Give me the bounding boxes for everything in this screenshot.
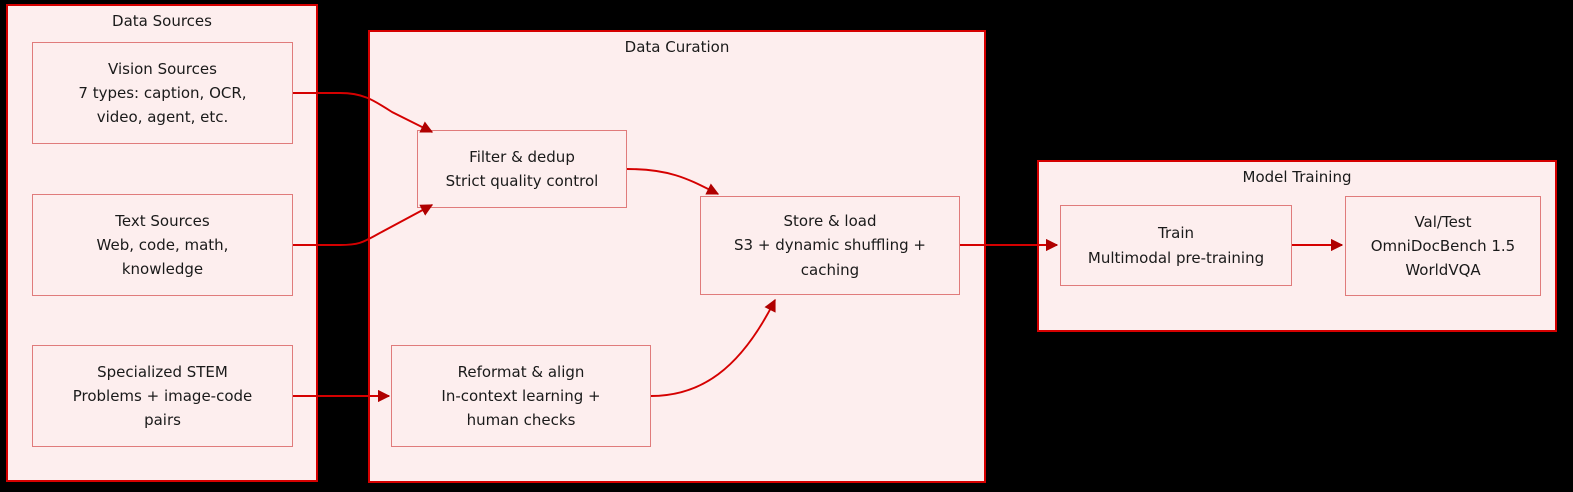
cluster-label-data-sources: Data Sources (112, 12, 212, 30)
node-vision-sources[interactable]: Vision Sources 7 types: caption, OCR, vi… (32, 42, 293, 144)
node-store-load[interactable]: Store & load S3 + dynamic shuffling + ca… (700, 196, 960, 295)
node-filter-dedup[interactable]: Filter & dedup Strict quality control (417, 130, 627, 208)
node-train[interactable]: Train Multimodal pre-training (1060, 205, 1292, 286)
node-text-sources[interactable]: Text Sources Web, code, math, knowledge (32, 194, 293, 296)
node-val-test[interactable]: Val/Test OmniDocBench 1.5 WorldVQA (1345, 196, 1541, 296)
node-specialized-stem[interactable]: Specialized STEM Problems + image-code p… (32, 345, 293, 447)
node-store-load-text: Store & load S3 + dynamic shuffling + ca… (734, 212, 926, 279)
node-vision-sources-text: Vision Sources 7 types: caption, OCR, vi… (78, 59, 247, 127)
node-train-text: Train Multimodal pre-training (1087, 224, 1265, 267)
cluster-label-model-training: Model Training (1242, 168, 1352, 186)
node-val-test-text: Val/Test OmniDocBench 1.5 WorldVQA (1370, 212, 1516, 280)
cluster-label-data-curation: Data Curation (624, 38, 730, 56)
node-reformat-align-text: Reformat & align In-context learning + h… (441, 362, 601, 430)
node-reformat-align[interactable]: Reformat & align In-context learning + h… (391, 345, 651, 447)
node-specialized-stem-text: Specialized STEM Problems + image-code p… (72, 362, 253, 430)
node-filter-dedup-text: Filter & dedup Strict quality control (445, 147, 599, 190)
node-text-sources-text: Text Sources Web, code, math, knowledge (96, 211, 229, 279)
